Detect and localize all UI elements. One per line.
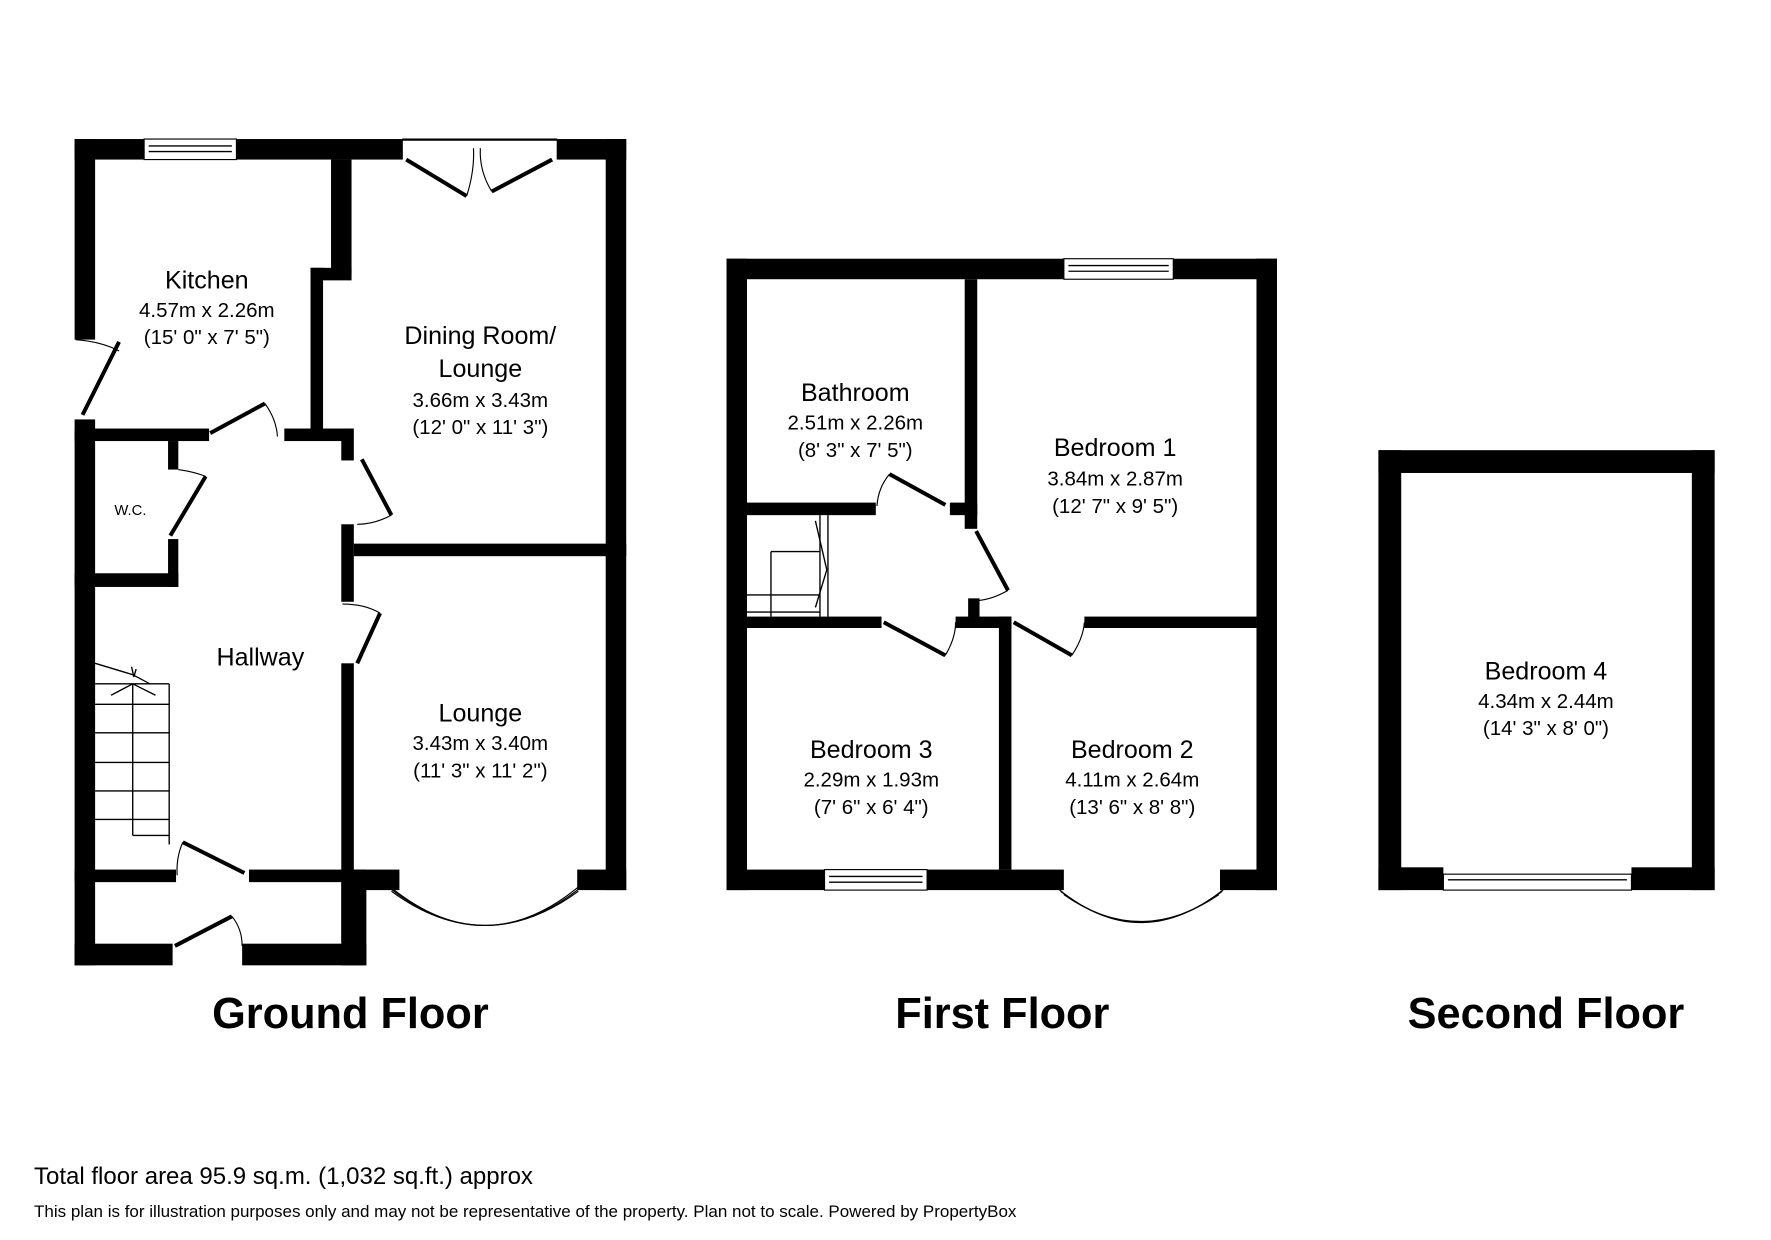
room-dim-dining-metric: 3.66m x 3.43m <box>413 389 549 412</box>
wall <box>74 139 96 340</box>
floor-title-first: First Floor <box>895 990 1109 1038</box>
room-dim-bathroom-imperial: (8' 3" x 7' 5") <box>798 439 913 462</box>
wall <box>1084 616 1257 628</box>
room-label-bedroom4: Bedroom 4 <box>1485 657 1608 685</box>
room-dim-bathroom-metric: 2.51m x 2.26m <box>788 412 924 435</box>
wall <box>284 428 352 442</box>
wall <box>1256 258 1277 891</box>
wall <box>998 616 1012 870</box>
wall <box>726 869 825 891</box>
wall <box>1173 258 1277 280</box>
wall <box>168 441 179 470</box>
room-dim-bedroom1-imperial: (12' 7" x 9' 5") <box>1052 495 1178 518</box>
room-label-dining-line2: Lounge <box>439 355 523 383</box>
room-dim-kitchen-imperial: (15' 0" x 7' 5") <box>144 326 270 349</box>
wall <box>353 869 400 891</box>
room-dim-bedroom2-metric: 4.11m x 2.64m <box>1065 768 1199 791</box>
wall <box>74 428 210 442</box>
wall <box>341 428 354 461</box>
wall <box>1378 450 1402 891</box>
disclaimer: This plan is for illustration purposes o… <box>34 1202 1017 1221</box>
bedroom4-window <box>1442 873 1633 891</box>
room-label-hallway: Hallway <box>216 644 304 672</box>
room-dim-bedroom4-imperial: (14' 3" x 8' 0") <box>1483 717 1609 740</box>
room-label-kitchen: Kitchen <box>165 266 249 294</box>
bedroom3-window <box>823 869 928 891</box>
wall <box>74 573 179 587</box>
wall <box>310 267 324 439</box>
room-label-bedroom1: Bedroom 1 <box>1054 434 1177 462</box>
wall <box>747 616 882 628</box>
room-dim-bedroom2-imperial: (13' 6" x 8' 8") <box>1069 796 1195 819</box>
wall <box>747 502 876 516</box>
first-floor-plan <box>726 258 1277 924</box>
room-dim-kitchen-metric: 4.57m x 2.26m <box>139 299 275 322</box>
bedroom1-window <box>1063 258 1174 280</box>
wall <box>605 139 627 891</box>
ground-floor-plan <box>74 138 627 966</box>
wall <box>949 502 978 516</box>
wall <box>236 139 403 160</box>
room-dim-dining-imperial: (12' 0" x 11' 3") <box>412 416 548 439</box>
wall <box>341 524 354 602</box>
wall <box>1378 450 1715 473</box>
room-dim-lounge-metric: 3.43m x 3.40m <box>413 732 549 755</box>
room-dim-lounge-imperial: (11' 3" x 11' 2") <box>413 759 547 782</box>
wall <box>955 616 1012 628</box>
floor-title-second: Second Floor <box>1408 990 1685 1038</box>
kitchen-window <box>143 138 238 161</box>
wall <box>1691 450 1715 891</box>
wall <box>74 419 96 966</box>
room-label-dining: Dining Room/ <box>404 322 556 350</box>
staircase <box>747 515 829 617</box>
bay-window <box>384 881 585 927</box>
wall <box>968 598 980 622</box>
wall <box>74 943 173 966</box>
room-label-bedroom2: Bedroom 2 <box>1071 736 1194 764</box>
room-dim-bedroom3-imperial: (7' 6" x 6' 4") <box>814 796 929 819</box>
room-dim-bedroom3-metric: 2.29m x 1.93m <box>803 768 939 791</box>
room-label-wc: W.C. <box>114 503 146 519</box>
staircase <box>94 662 170 845</box>
wall <box>331 159 352 274</box>
room-label-lounge: Lounge <box>439 699 523 727</box>
wall <box>927 869 1064 891</box>
wall <box>577 869 627 891</box>
wall <box>74 869 177 883</box>
wall <box>1220 869 1277 891</box>
room-dim-bedroom1-metric: 3.84m x 2.87m <box>1047 468 1183 491</box>
bay-window <box>1056 887 1227 924</box>
wall <box>726 258 1064 280</box>
wall <box>964 279 978 529</box>
total-floor-area: Total floor area 95.9 sq.m. (1,032 sq.ft… <box>34 1163 533 1190</box>
room-label-bedroom3: Bedroom 3 <box>810 736 933 764</box>
wall <box>248 869 354 883</box>
floor-title-ground: Ground Floor <box>212 990 489 1038</box>
wall <box>168 539 179 587</box>
wall <box>726 258 748 891</box>
second-floor-plan <box>1378 450 1715 891</box>
wall <box>1378 867 1444 891</box>
room-dim-bedroom4-metric: 4.34m x 2.44m <box>1478 690 1614 713</box>
wall <box>1631 867 1715 891</box>
french-doors <box>402 138 558 141</box>
wall <box>353 543 627 557</box>
wall <box>242 943 367 966</box>
room-label-bathroom: Bathroom <box>801 379 910 407</box>
